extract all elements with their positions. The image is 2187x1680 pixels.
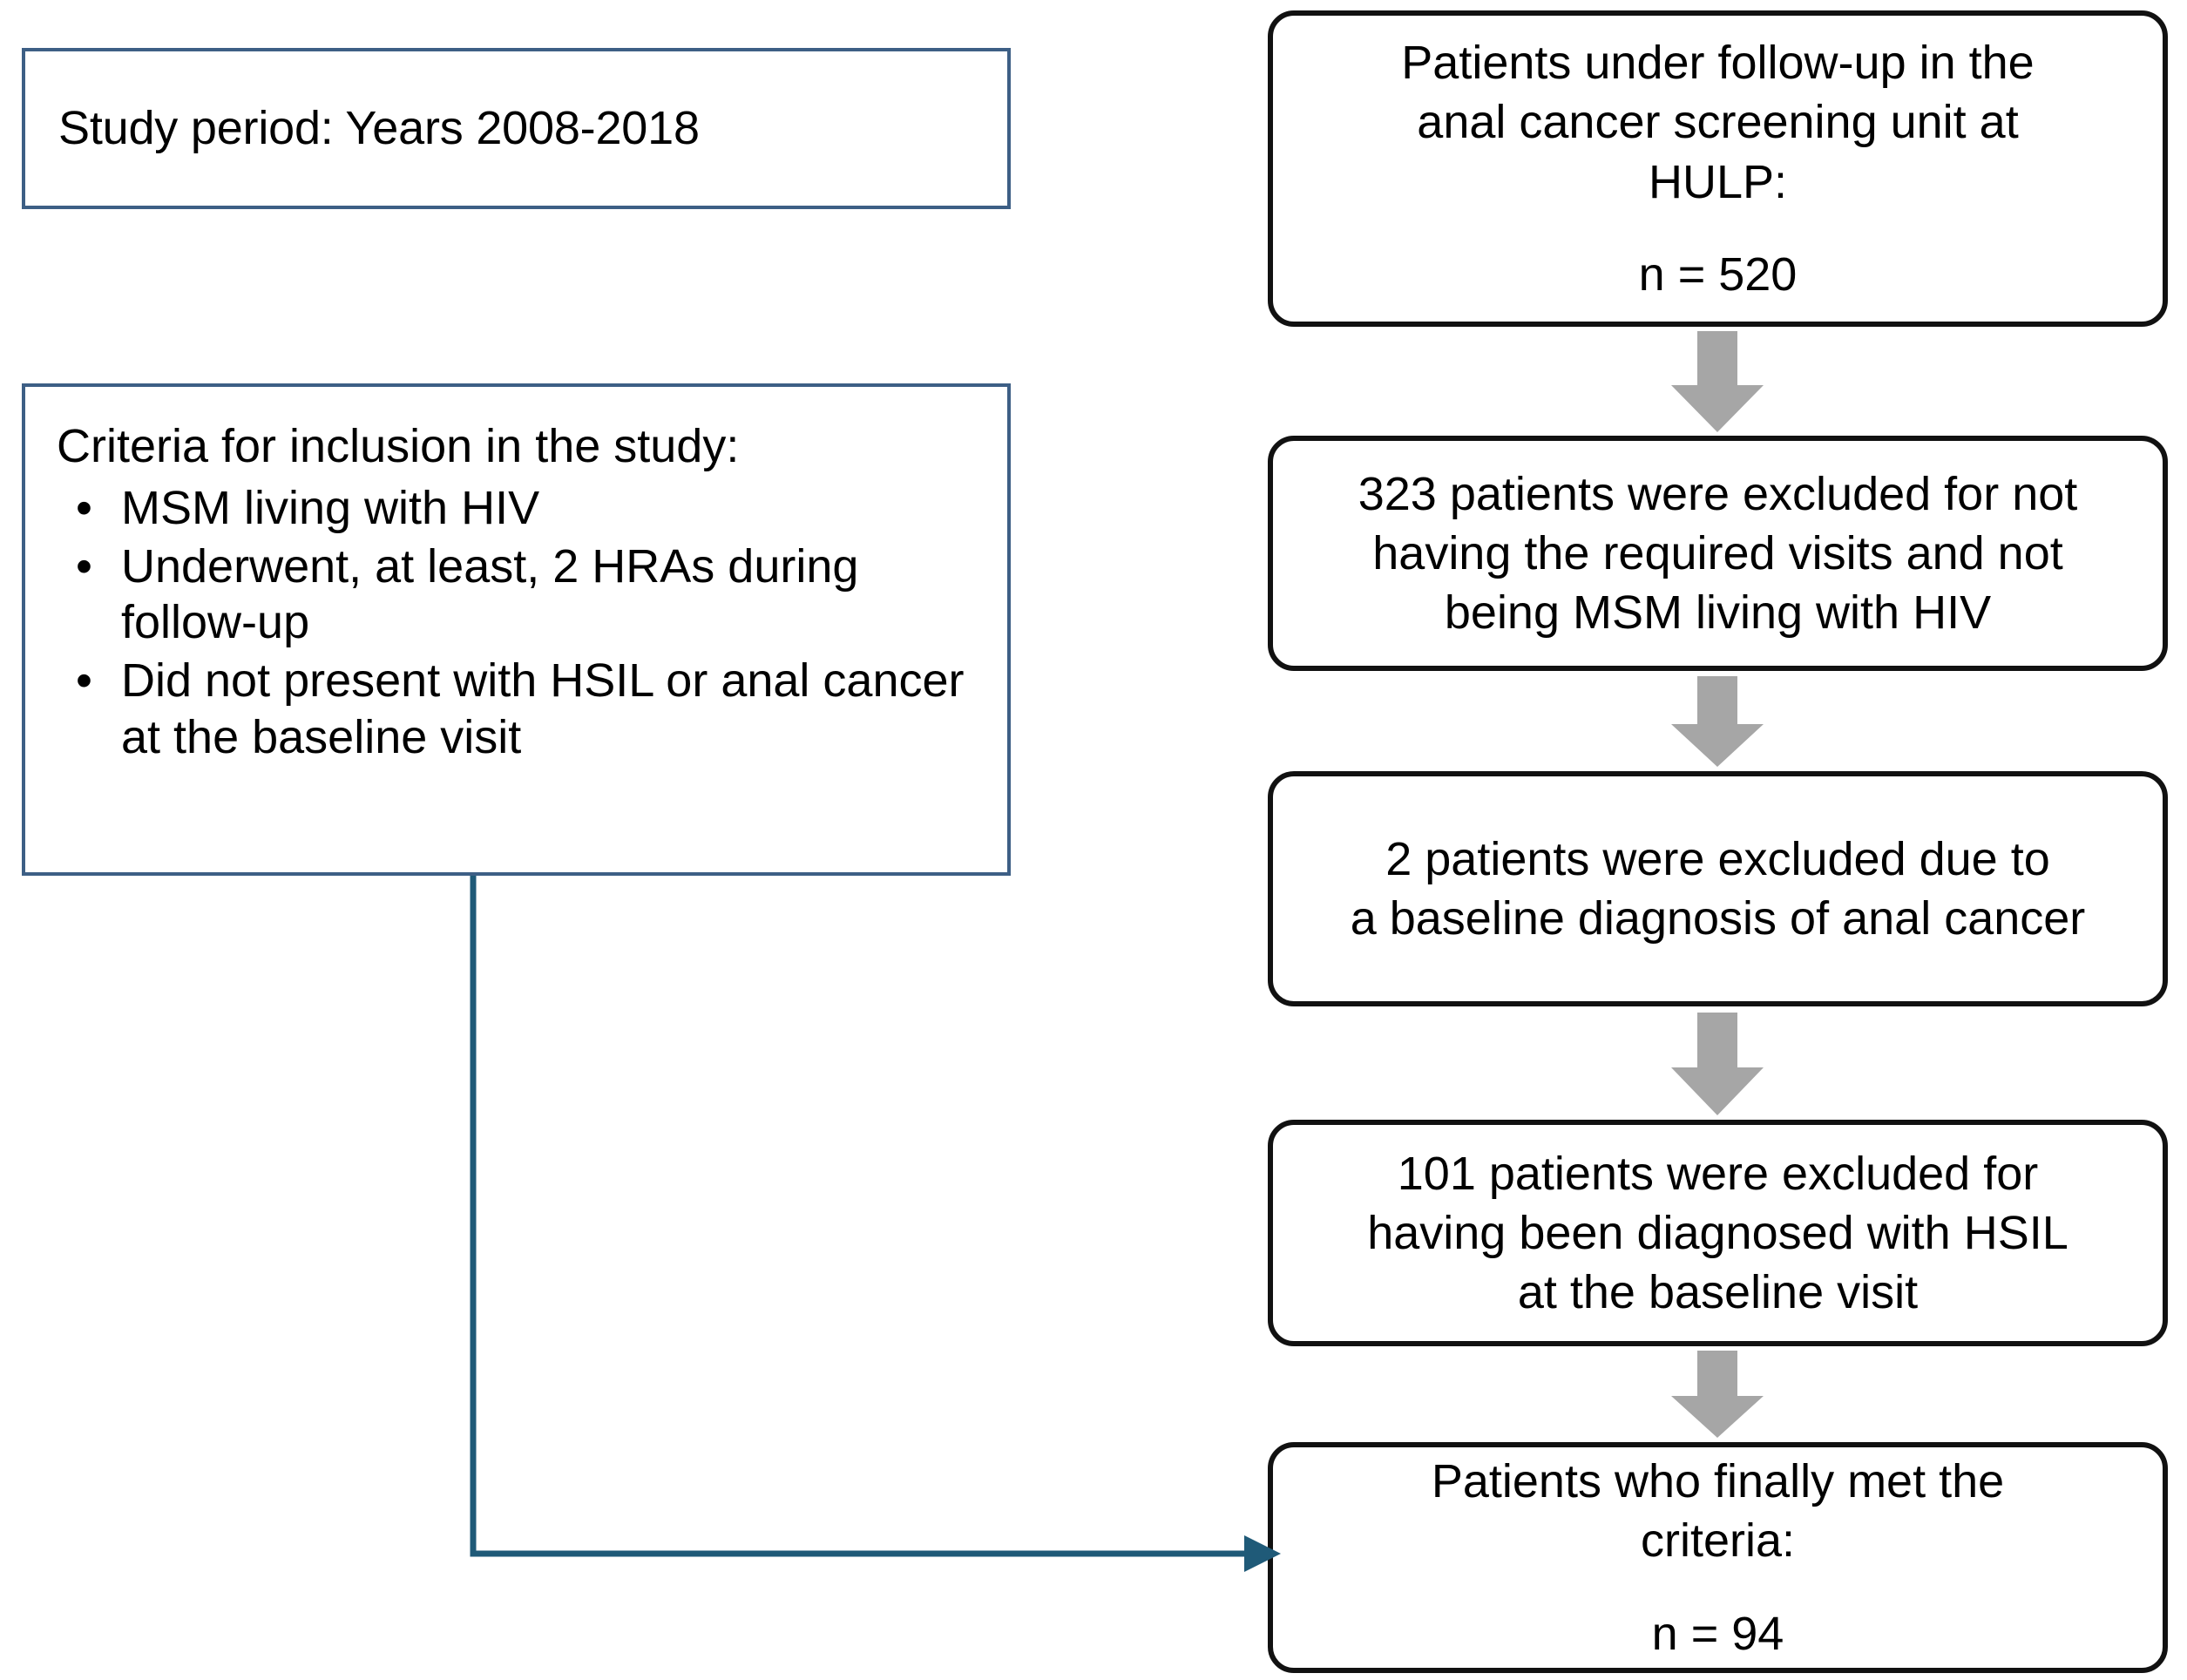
flow-box-text: 2 patients were excluded due to a baseli… — [1297, 830, 2138, 948]
flow-line-2: anal cancer screening unit at — [1417, 96, 2019, 149]
flow-count-line: n = 94 — [1651, 1607, 1784, 1660]
flow-line-2: a baseline diagnosis of anal cancer — [1350, 892, 2086, 945]
criteria-item-text: Underwent, at least, 2 HRAs during follo… — [121, 539, 859, 649]
flow-line-2: having been diagnosed with HSIL — [1367, 1206, 2069, 1259]
flow-line-1: 101 patients were excluded for — [1397, 1147, 2039, 1200]
criteria-list-item: • MSM living with HIV — [51, 480, 981, 537]
flow-box-text: Patients under follow-up in the anal can… — [1297, 33, 2138, 303]
flow-line-3: at the baseline visit — [1517, 1266, 1919, 1319]
flow-line-1: Patients under follow-up in the — [1401, 37, 2035, 90]
flow-box-source-population: Patients under follow-up in the anal can… — [1268, 10, 2168, 327]
down-arrow-icon — [1671, 1351, 1764, 1438]
criteria-list-item: • Did not present with HSIL or anal canc… — [51, 653, 981, 766]
flow-line-2: having the required visits and not — [1372, 526, 2063, 579]
bullet-icon: • — [76, 539, 92, 593]
flow-line-3: HULP: — [1648, 155, 1788, 208]
criteria-to-final-connector — [0, 863, 1307, 1577]
study-period-box: Study period: Years 2008-2018 — [22, 48, 1011, 209]
down-arrow-icon — [1671, 676, 1764, 767]
study-period-text: Study period: Years 2008-2018 — [58, 101, 700, 154]
flow-line-3: being MSM living with HIV — [1444, 586, 1992, 640]
down-arrow-icon — [1671, 331, 1764, 432]
criteria-heading: Criteria for inclusion in the study: — [57, 420, 740, 472]
flow-box-excluded-baseline-hsil: 101 patients were excluded for having be… — [1268, 1120, 2168, 1346]
flow-count-line: n = 520 — [1638, 247, 1798, 301]
criteria-list: • MSM living with HIV • Underwent, at le… — [51, 480, 981, 768]
down-arrow-icon — [1671, 1013, 1764, 1115]
flow-line-1: 323 patients were excluded for not — [1358, 467, 2078, 520]
flow-line-2: criteria: — [1640, 1514, 1796, 1568]
flow-box-excluded-visits-msm: 323 patients were excluded for not havin… — [1268, 436, 2168, 671]
criteria-item-text: MSM living with HIV — [121, 481, 540, 534]
flow-box-excluded-baseline-cancer: 2 patients were excluded due to a baseli… — [1268, 771, 2168, 1006]
bullet-icon: • — [76, 481, 92, 534]
flow-box-final-cohort: Patients who finally met the criteria: n… — [1268, 1442, 2168, 1673]
flow-box-text: 101 patients were excluded for having be… — [1297, 1144, 2138, 1322]
bullet-icon: • — [76, 654, 92, 708]
inclusion-criteria-box: Criteria for inclusion in the study: • M… — [22, 383, 1011, 876]
flow-box-text: Patients who finally met the criteria: n… — [1297, 1452, 2138, 1663]
criteria-item-text: Did not present with HSIL or anal cancer… — [121, 654, 965, 763]
criteria-list-item: • Underwent, at least, 2 HRAs during fol… — [51, 539, 981, 652]
flow-line-1: 2 patients were excluded due to — [1385, 832, 2050, 885]
flow-box-text: 323 patients were excluded for not havin… — [1297, 464, 2138, 642]
flow-line-1: Patients who finally met the — [1431, 1455, 2005, 1508]
